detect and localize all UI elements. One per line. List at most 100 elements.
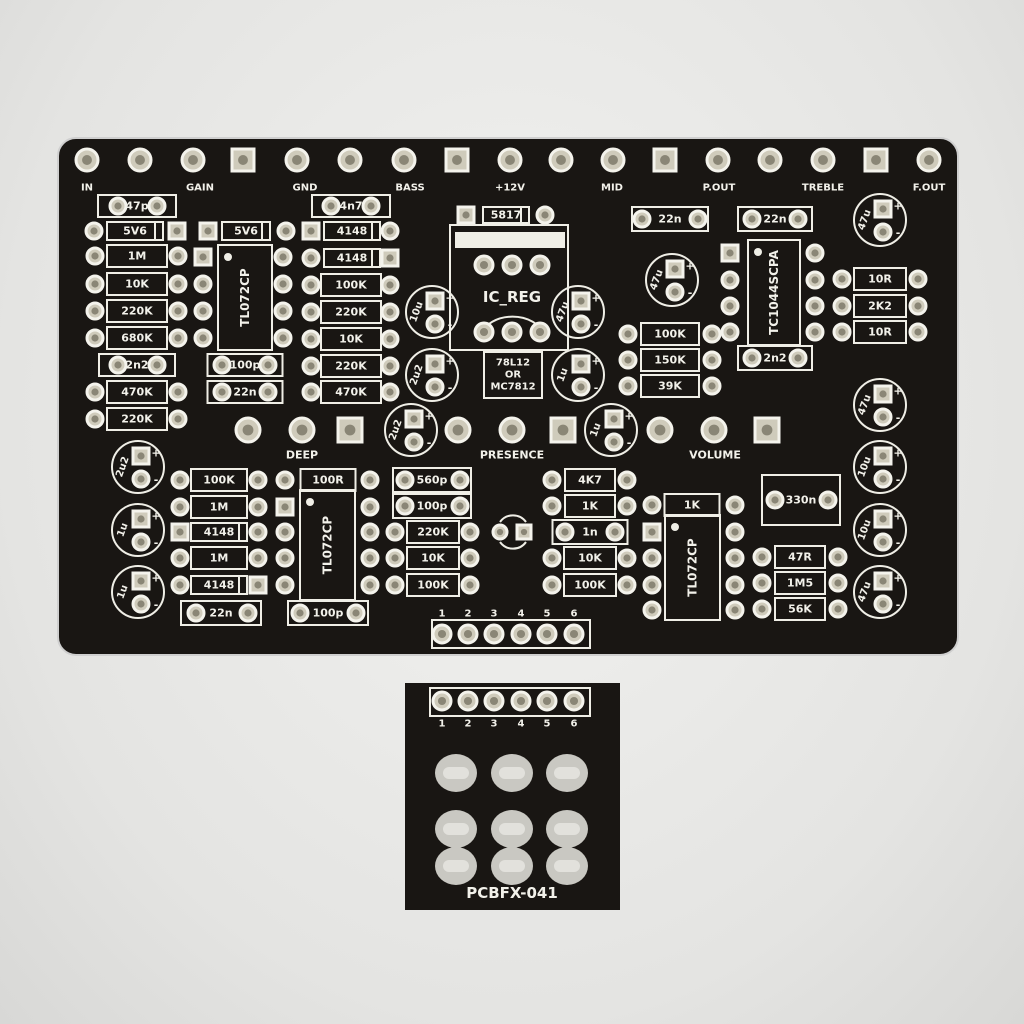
drill-hole [924, 155, 934, 165]
component-label: 5V6 [234, 225, 258, 238]
minus-marking: - [154, 599, 159, 612]
minus-marking: - [627, 437, 632, 450]
drill-hole [761, 424, 773, 436]
drill-hole [610, 438, 618, 446]
component-outline [774, 597, 826, 621]
component-label: 100R [312, 474, 344, 487]
drill-hole [654, 424, 666, 436]
drill-hole [726, 328, 734, 336]
drill-hole [176, 554, 184, 562]
drill-hole [462, 211, 470, 219]
drill-hole [452, 424, 464, 436]
capacitor-outline [405, 285, 459, 339]
capacitor-outline [551, 348, 605, 402]
edge-label: GND [293, 183, 318, 194]
drill-hole [386, 362, 394, 370]
drill-hole [694, 215, 702, 223]
component-outline [221, 221, 271, 241]
drill-hole [479, 327, 489, 337]
component-label: 47p [125, 200, 148, 213]
drill-hole [726, 302, 734, 310]
regulator-part-box [483, 351, 543, 399]
drill-hole [386, 227, 394, 235]
drill-hole [137, 452, 145, 460]
daughter-header-number: 4 [518, 719, 525, 730]
drill-hole [648, 581, 656, 589]
drill-hole [264, 388, 272, 396]
ic-label: TL072CP [321, 516, 335, 575]
drill-hole [466, 581, 474, 589]
drill-hole [516, 696, 526, 706]
header-number: 2 [465, 609, 472, 620]
capacitor-label: 1u [588, 422, 603, 439]
drill-hole [307, 308, 315, 316]
plus-marking: + [591, 292, 600, 305]
header-number: 3 [491, 609, 498, 620]
drill-hole [520, 528, 528, 536]
component-outline [631, 206, 709, 232]
capacitor-outline [111, 503, 165, 557]
capacitor-label: 1u [115, 584, 130, 601]
drill-hole [188, 155, 198, 165]
drill-hole [238, 155, 248, 165]
drill-hole [176, 476, 184, 484]
component-outline [737, 206, 813, 232]
minus-marking: - [896, 412, 901, 425]
drill-hole [410, 438, 418, 446]
minus-marking: - [896, 537, 901, 550]
component-outline [106, 380, 168, 404]
regulator-part: MC7812 [490, 382, 535, 393]
component-label: 100K [335, 279, 367, 292]
drill-hole [879, 205, 887, 213]
drill-hole [254, 554, 262, 562]
drill-hole [496, 528, 504, 536]
drill-hole [648, 554, 656, 562]
drill-hole [399, 155, 409, 165]
plus-marking: + [893, 385, 902, 398]
component-label: 220K [335, 360, 367, 373]
component-outline [190, 522, 248, 542]
drill-hole [174, 388, 182, 396]
drill-hole [174, 307, 182, 315]
drill-hole [176, 581, 184, 589]
control-label: PRESENCE [480, 449, 544, 462]
component-label: 22n [233, 386, 256, 399]
drill-hole [507, 327, 517, 337]
ic-label: TC1044SCPA [767, 249, 781, 335]
component-label: 100K [417, 579, 449, 592]
component-label: 4148 [337, 252, 368, 265]
drill-hole [648, 501, 656, 509]
daughter-header-outline [429, 687, 591, 717]
drill-hole [91, 280, 99, 288]
drill-hole [344, 424, 356, 436]
drill-hole [218, 361, 226, 369]
drill-hole [623, 581, 631, 589]
edge-label: TREBLE [802, 183, 844, 194]
drill-hole [758, 579, 766, 587]
drill-hole [114, 202, 122, 210]
drill-hole [367, 202, 375, 210]
drill-hole [174, 252, 182, 260]
switch-slot [554, 860, 580, 872]
drill-hole [561, 528, 569, 536]
drill-hole [431, 320, 439, 328]
drill-hole [91, 388, 99, 396]
minus-marking: - [896, 599, 901, 612]
drill-hole [401, 476, 409, 484]
drill-hole [708, 330, 716, 338]
drill-hole [90, 227, 98, 235]
drill-hole [811, 276, 819, 284]
minus-marking: - [448, 382, 453, 395]
component-label: 22n [763, 213, 786, 226]
drill-hole [437, 696, 447, 706]
capacitor-outline [584, 403, 638, 457]
component-label: 4148 [204, 526, 235, 539]
drill-hole [731, 528, 739, 536]
pin1-dot [754, 248, 762, 256]
capacitor-outline [384, 403, 438, 457]
component-outline [190, 546, 248, 570]
drill-hole [199, 307, 207, 315]
drill-hole [569, 629, 579, 639]
drill-hole [713, 155, 723, 165]
